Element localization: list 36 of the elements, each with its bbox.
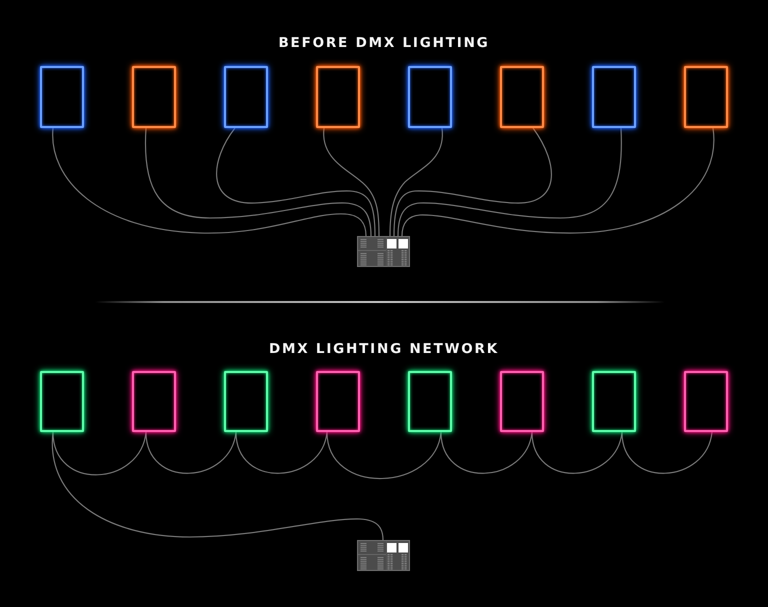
light-panel xyxy=(316,66,360,128)
lighting-console xyxy=(357,540,410,571)
light-panel xyxy=(408,371,452,432)
light-panel xyxy=(224,66,268,128)
section-title: DMX LIGHTING NETWORK xyxy=(268,341,500,357)
light-panel xyxy=(40,66,84,128)
cable-line xyxy=(401,128,714,236)
cable-line xyxy=(52,128,367,236)
light-panel xyxy=(500,371,544,432)
cable-line xyxy=(389,128,443,236)
light-panel xyxy=(592,371,636,432)
light-panel xyxy=(592,66,636,128)
cable-line xyxy=(531,432,623,474)
cable-line xyxy=(216,128,376,236)
light-panel xyxy=(132,371,176,432)
cable-line xyxy=(323,128,380,236)
section-title: BEFORE DMX LIGHTING xyxy=(278,35,490,51)
cable-line xyxy=(235,432,328,474)
cable-line xyxy=(52,432,147,476)
lighting-console xyxy=(357,236,410,267)
light-panel xyxy=(500,66,544,128)
cable-line xyxy=(621,432,713,474)
light-panel xyxy=(224,371,268,432)
light-panel xyxy=(684,371,728,432)
light-panel xyxy=(316,371,360,432)
cable-line xyxy=(326,432,442,480)
cable-line xyxy=(144,128,372,236)
light-panel xyxy=(408,66,452,128)
cable-line xyxy=(440,432,533,474)
light-panel xyxy=(684,66,728,128)
light-panel xyxy=(132,66,176,128)
cable-line xyxy=(393,128,552,236)
cable-line xyxy=(397,128,622,236)
light-panel xyxy=(40,371,84,432)
cable-line xyxy=(145,432,237,474)
cable-line xyxy=(52,432,384,540)
